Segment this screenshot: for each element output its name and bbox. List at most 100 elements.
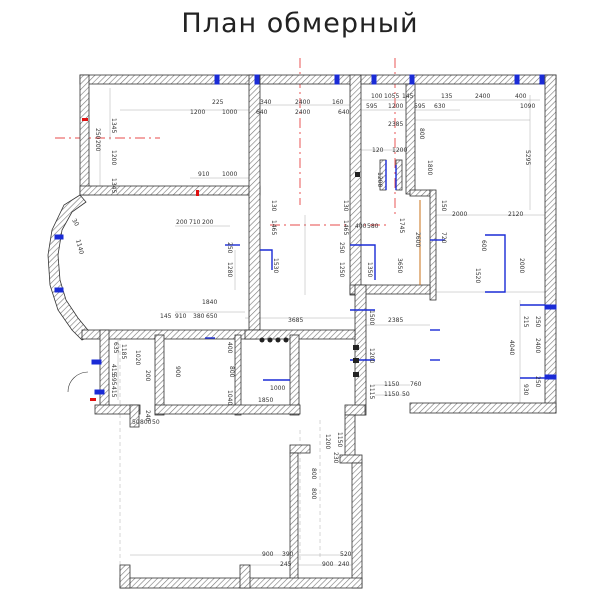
dim-label: 900 [322,561,334,568]
dim-label: 1020 [134,350,141,365]
dim-label: 1150 [384,391,399,398]
dim-label: 250 [534,316,541,328]
dim-label: 1055 [384,93,399,100]
dim-label: 800 [310,488,317,500]
dim-label: 250 [338,242,345,254]
dim-label: 1250 [338,262,345,277]
dim-label: 245 [280,561,292,568]
dim-label: 200 [176,219,188,226]
dim-label: 2400 [295,109,310,116]
dim-label: 400 [226,342,233,354]
dim-label: 1140 [74,239,85,256]
dim-label: 800 [310,468,317,480]
dim-label: 910 [198,171,210,178]
dim-label: 1850 [258,397,273,404]
dim-label: 2000 [452,211,467,218]
dim-label: 1200 [376,172,383,187]
dim-label: 760 [410,381,422,388]
dim-label: 130 [342,200,349,212]
dim-label: 1150 [336,432,343,447]
dim-label: 1040 [226,390,233,405]
dim-label: 5295 [524,150,531,165]
dim-label: 3685 [288,317,303,324]
dim-label: 400 [355,223,367,230]
dim-label: 390 [282,551,294,558]
dim-label: 415 [110,364,117,376]
dim-label: 1745 [398,218,405,233]
dim-label: 4040 [508,340,515,355]
dim-label: 600 [480,240,487,252]
dim-label: 215 [522,316,529,328]
dim-label: 100 [371,93,383,100]
dim-label: 910 [175,313,187,320]
dim-label: 1200 [110,150,117,165]
dim-label: 1185 [120,344,127,359]
dim-label: 50 [152,419,160,426]
dim-label: 640 [338,109,350,116]
dim-label: 2385 [388,121,403,128]
dim-label: 1280 [226,262,233,277]
dim-label: 2400 [534,338,541,353]
dim-label: 520 [340,551,352,558]
dim-label: 340 [260,99,272,106]
red-markers [82,118,199,401]
dim-label: 250 [534,376,541,388]
page-title: План обмерный [181,8,419,39]
dim-label: 595 [110,374,117,386]
dim-label: 415 [110,386,117,398]
dim-label: 1090 [520,103,535,110]
dim-label: 1200 [392,147,407,154]
dim-label: 150 [440,200,447,212]
dim-label: 1345 [110,118,117,133]
dim-label: 120 [372,147,384,154]
dim-label: 3650 [396,258,403,273]
dim-label: 900 [262,551,274,558]
dim-label: 800 [418,128,425,140]
dim-label: 1000 [222,171,237,178]
dim-label: 225 [212,99,224,106]
window-markers [54,74,557,395]
dim-label: 1840 [202,299,217,306]
dim-label: 1520 [474,268,481,283]
dim-label: 580 [367,223,379,230]
dim-label: 50 [132,419,140,426]
dim-label: 1200 [324,434,331,449]
dim-label: 1150 [384,381,399,388]
dim-label: 2600 [414,232,421,247]
dim-label: 1200 [368,348,375,363]
dim-label: 2120 [508,211,523,218]
dim-label: 200 [94,140,101,152]
dim-label: 930 [522,384,529,396]
dim-label: 2400 [475,93,490,100]
dim-label: 240 [144,410,151,422]
dim-label: 640 [256,109,268,116]
dim-label: 1000 [222,109,237,116]
dim-label: 1465 [270,220,277,235]
dim-label: 900 [174,366,181,378]
dim-label: 30 [70,218,80,228]
dimension-lines [99,88,545,585]
dim-label: 800 [228,366,235,378]
dim-label: 1200 [190,109,205,116]
dim-label: 1200 [388,103,403,110]
dim-label: 135 [441,93,453,100]
walls [47,74,557,589]
dim-label: 1465 [342,220,349,235]
dim-label: 145 [160,313,172,320]
dim-label: 380 [193,313,205,320]
dim-label: 1345 [110,178,117,193]
dim-label: 1000 [270,385,285,392]
dim-label: 630 [434,103,446,110]
dim-label: 250 [94,128,101,140]
dim-label: 400 [515,93,527,100]
dim-label: 2385 [388,317,403,324]
dim-label: 595 [366,103,378,110]
dim-label: 240 [338,561,350,568]
dim-label: 2400 [295,99,310,106]
dim-label: 1800 [426,160,433,175]
dim-label: 800 [140,419,152,426]
dim-label: 50 [402,391,410,398]
dim-label: 1350 [366,262,373,277]
dim-label: 130 [270,200,277,212]
